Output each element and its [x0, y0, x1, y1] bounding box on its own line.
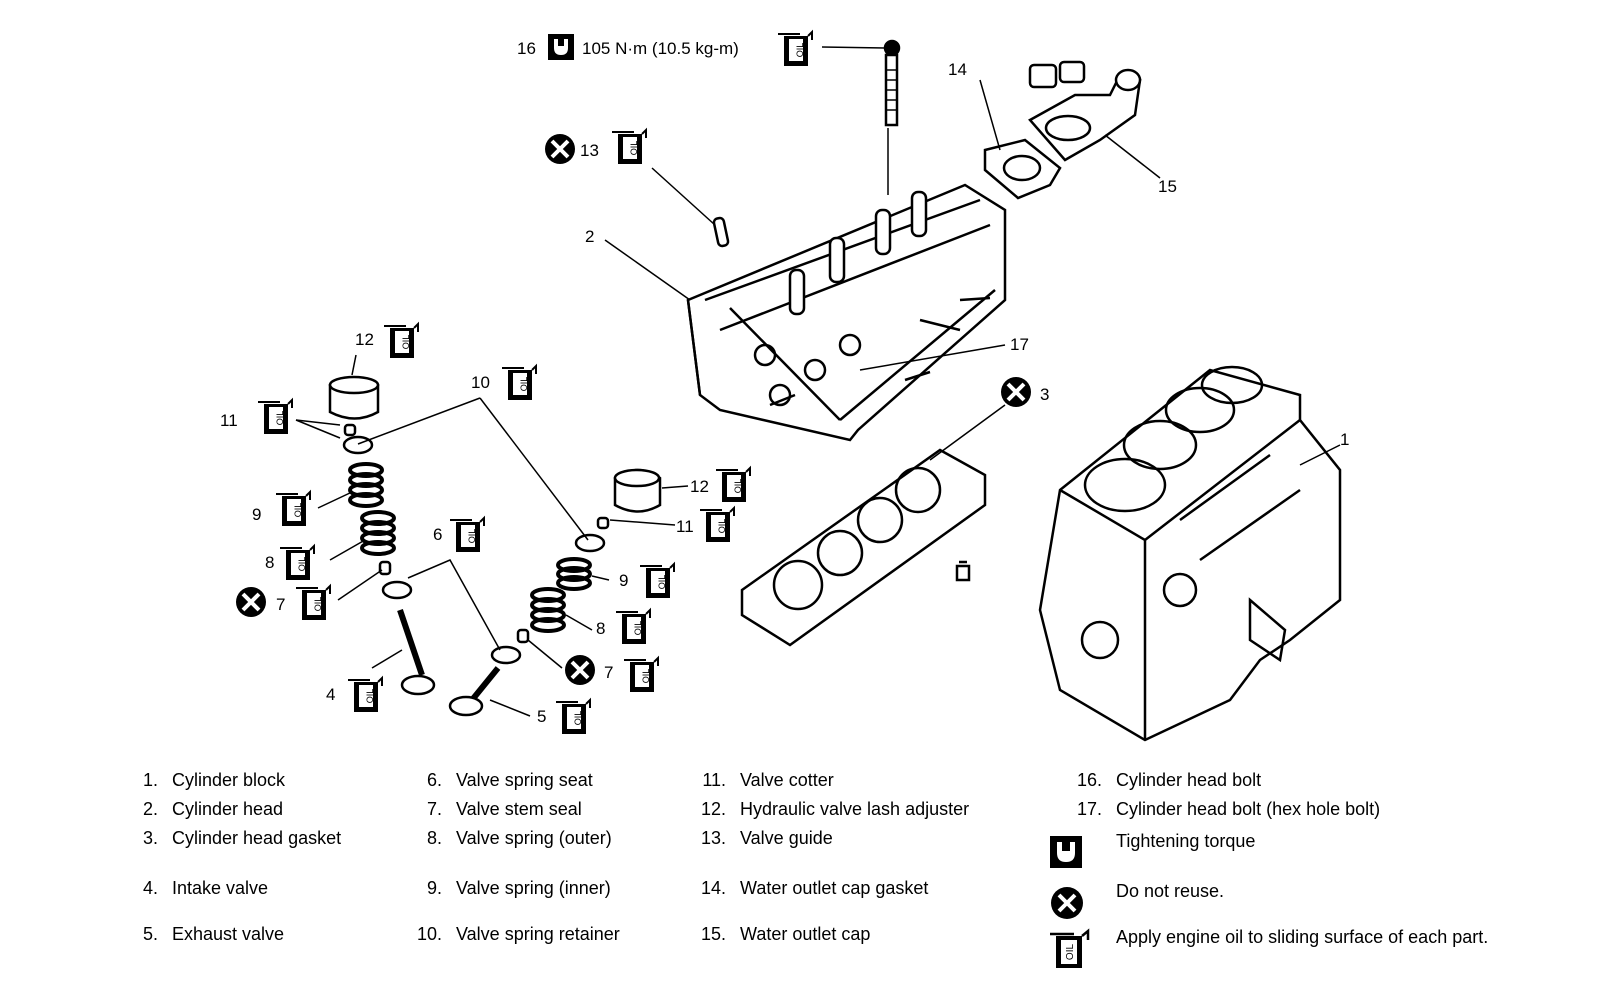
exhaust-valve-assembly	[448, 468, 662, 717]
legend-item-11: 11.Valve cotter	[702, 770, 834, 790]
intake-valve-assembly	[328, 375, 436, 696]
svg-text:OIL: OIL	[1065, 944, 1076, 961]
callout-2: 2	[585, 227, 594, 246]
cylinder-head-gasket	[740, 448, 987, 647]
cylinder-head-bolt	[883, 39, 901, 127]
callout-6: 6	[433, 525, 442, 544]
callout-9b: 9	[619, 571, 628, 590]
callout-12b: 12	[690, 477, 709, 496]
legend-item-14: 14.Water outlet cap gasket	[700, 878, 929, 898]
callout-1: 1	[1340, 430, 1349, 449]
legend-item-4: 4.Intake valve	[142, 878, 269, 898]
water-outlet-cap	[1028, 60, 1142, 162]
no-reuse-icon	[1051, 887, 1083, 919]
legend-torque-label: Tightening torque	[1116, 831, 1256, 851]
cylinder-block	[1038, 365, 1342, 742]
legend-item-1: 1.Cylinder block	[142, 770, 286, 790]
legend-item-13: 13.Valve guide	[700, 828, 833, 848]
legend-item-3: 3.Cylinder head gasket	[142, 828, 342, 848]
legend-item-10: 10.Valve spring retainer	[416, 924, 620, 944]
parts-legend: 1.Cylinder block 2.Cylinder head 3.Cylin…	[0, 760, 1600, 1006]
legend-item-12: 12.Hydraulic valve lash adjuster	[700, 799, 970, 819]
callout-11a: 11	[220, 411, 238, 430]
legend-item-6: 6.Valve spring seat	[426, 770, 593, 790]
torque-icon	[1050, 836, 1082, 868]
legend-item-15: 15.Water outlet cap	[700, 924, 871, 944]
callout-13: 13	[580, 141, 599, 160]
callout-8b: 8	[596, 619, 605, 638]
torque-symbol-diagram	[548, 34, 574, 60]
legend-item-2: 2.Cylinder head	[142, 799, 284, 819]
callout-5: 5	[537, 707, 546, 726]
callout-9a: 9	[252, 505, 261, 524]
callout-4: 4	[326, 685, 335, 704]
cylinder-head	[686, 183, 1007, 442]
callout-11b: 11	[676, 517, 694, 536]
callout-15: 15	[1158, 177, 1177, 196]
callout-7a: 7	[276, 595, 285, 614]
legend-item-9: 9.Valve spring (inner)	[426, 878, 611, 898]
leader-lines	[295, 46, 1341, 717]
legend-item-16: 16.Cylinder head bolt	[1076, 770, 1262, 790]
callout-12a: 12	[355, 330, 374, 349]
oil-can-icon: OIL	[1050, 928, 1090, 968]
exploded-diagram: OIL	[220, 31, 1349, 742]
oil-jet-part	[955, 560, 971, 582]
legend-no-reuse-label: Do not reuse.	[1116, 881, 1225, 901]
callout-17: 17	[1010, 335, 1029, 354]
callout-numbers: 1 2 3 4 5 6 7 7 8 8 9 9 10 11 11 12 12 1…	[220, 39, 1349, 726]
legend-oil-label: Apply engine oil to sliding surface of e…	[1116, 927, 1489, 947]
legend-item-7: 7.Valve stem seal	[426, 799, 582, 819]
callout-3: 3	[1040, 385, 1049, 404]
legend-item-17: 17.Cylinder head bolt (hex hole bolt)	[1076, 799, 1381, 819]
callout-14: 14	[948, 60, 967, 79]
callout-10: 10	[471, 373, 490, 392]
legend-item-5: 5.Exhaust valve	[142, 924, 285, 944]
callout-7b: 7	[604, 663, 613, 682]
callout-16: 16	[517, 39, 536, 58]
callout-8a: 8	[265, 553, 274, 572]
water-outlet-cap-gasket	[983, 138, 1062, 200]
torque-spec-label: 105 N·m (10.5 kg-m)	[582, 39, 739, 58]
legend-item-8: 8.Valve spring (outer)	[426, 828, 612, 848]
